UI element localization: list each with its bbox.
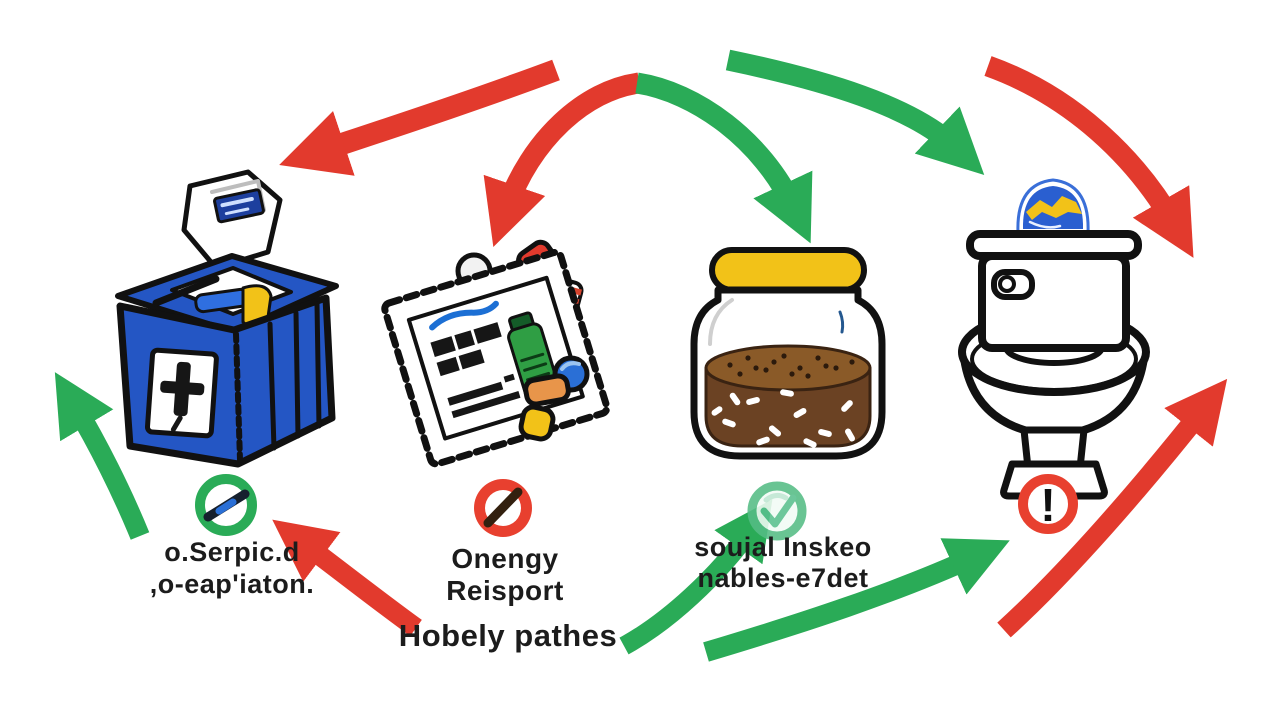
red-arrow-to-bin-label <box>272 519 422 637</box>
orange-pill-icon <box>523 373 571 407</box>
green-arc-to-jar <box>635 72 813 244</box>
green-arrow-bottom-right <box>703 538 1010 662</box>
packet-label-line1: Onengy <box>451 543 559 574</box>
jar-pill-specks <box>711 389 855 448</box>
bin-front-label <box>144 347 219 439</box>
blue-disposal-bin-with-package-illustration <box>115 169 339 468</box>
red-arrow-bottom-right <box>997 378 1228 638</box>
diagram-caption: Hobely pathes <box>398 618 618 653</box>
red-arc-to-packet <box>483 72 641 247</box>
red-arrow-to-bin <box>279 59 560 176</box>
jar-with-grounds-and-pills-illustration <box>690 247 886 460</box>
jar-label-line1: soujal Inskeo <box>694 532 872 562</box>
green-arrow-to-jar-icon <box>619 499 773 655</box>
prohibited-circle-icon <box>474 479 532 537</box>
bin-label-line2: ,o-eap'iaton. <box>149 569 315 600</box>
packet-label-line2: Reisport <box>446 575 564 607</box>
flush-handle-icon <box>991 269 1035 300</box>
arrow-layer <box>54 49 1228 662</box>
red-arrow-top-right <box>984 56 1194 258</box>
dropped-package-icon <box>181 169 283 271</box>
jar-label-line2: nables-e7det <box>697 563 869 594</box>
medicine-packet-with-scattered-pills-illustration <box>381 239 611 468</box>
green-arrow-to-toilet <box>725 49 985 175</box>
water-splash-badge-icon <box>1016 178 1090 235</box>
toilet-with-water-badge-illustration <box>958 178 1150 500</box>
bin-label: o.Serpic.d ,o-eap'iaton. <box>150 536 314 601</box>
approved-circle-icon <box>195 474 257 536</box>
jar-lid <box>709 247 867 293</box>
warning-glyph: ! <box>1040 479 1055 531</box>
warning-exclamation-icon: ! <box>1018 474 1078 534</box>
bin-label-line1: o.Serpic.d <box>164 537 300 567</box>
status-icon-row: ! <box>195 474 1078 541</box>
approved-check-icon <box>747 481 807 541</box>
jar-label: soujal Inskeo nables-e7det <box>694 532 872 594</box>
green-arrow-up-left <box>54 372 150 540</box>
packet-label: Onengy Reisport <box>446 543 564 607</box>
